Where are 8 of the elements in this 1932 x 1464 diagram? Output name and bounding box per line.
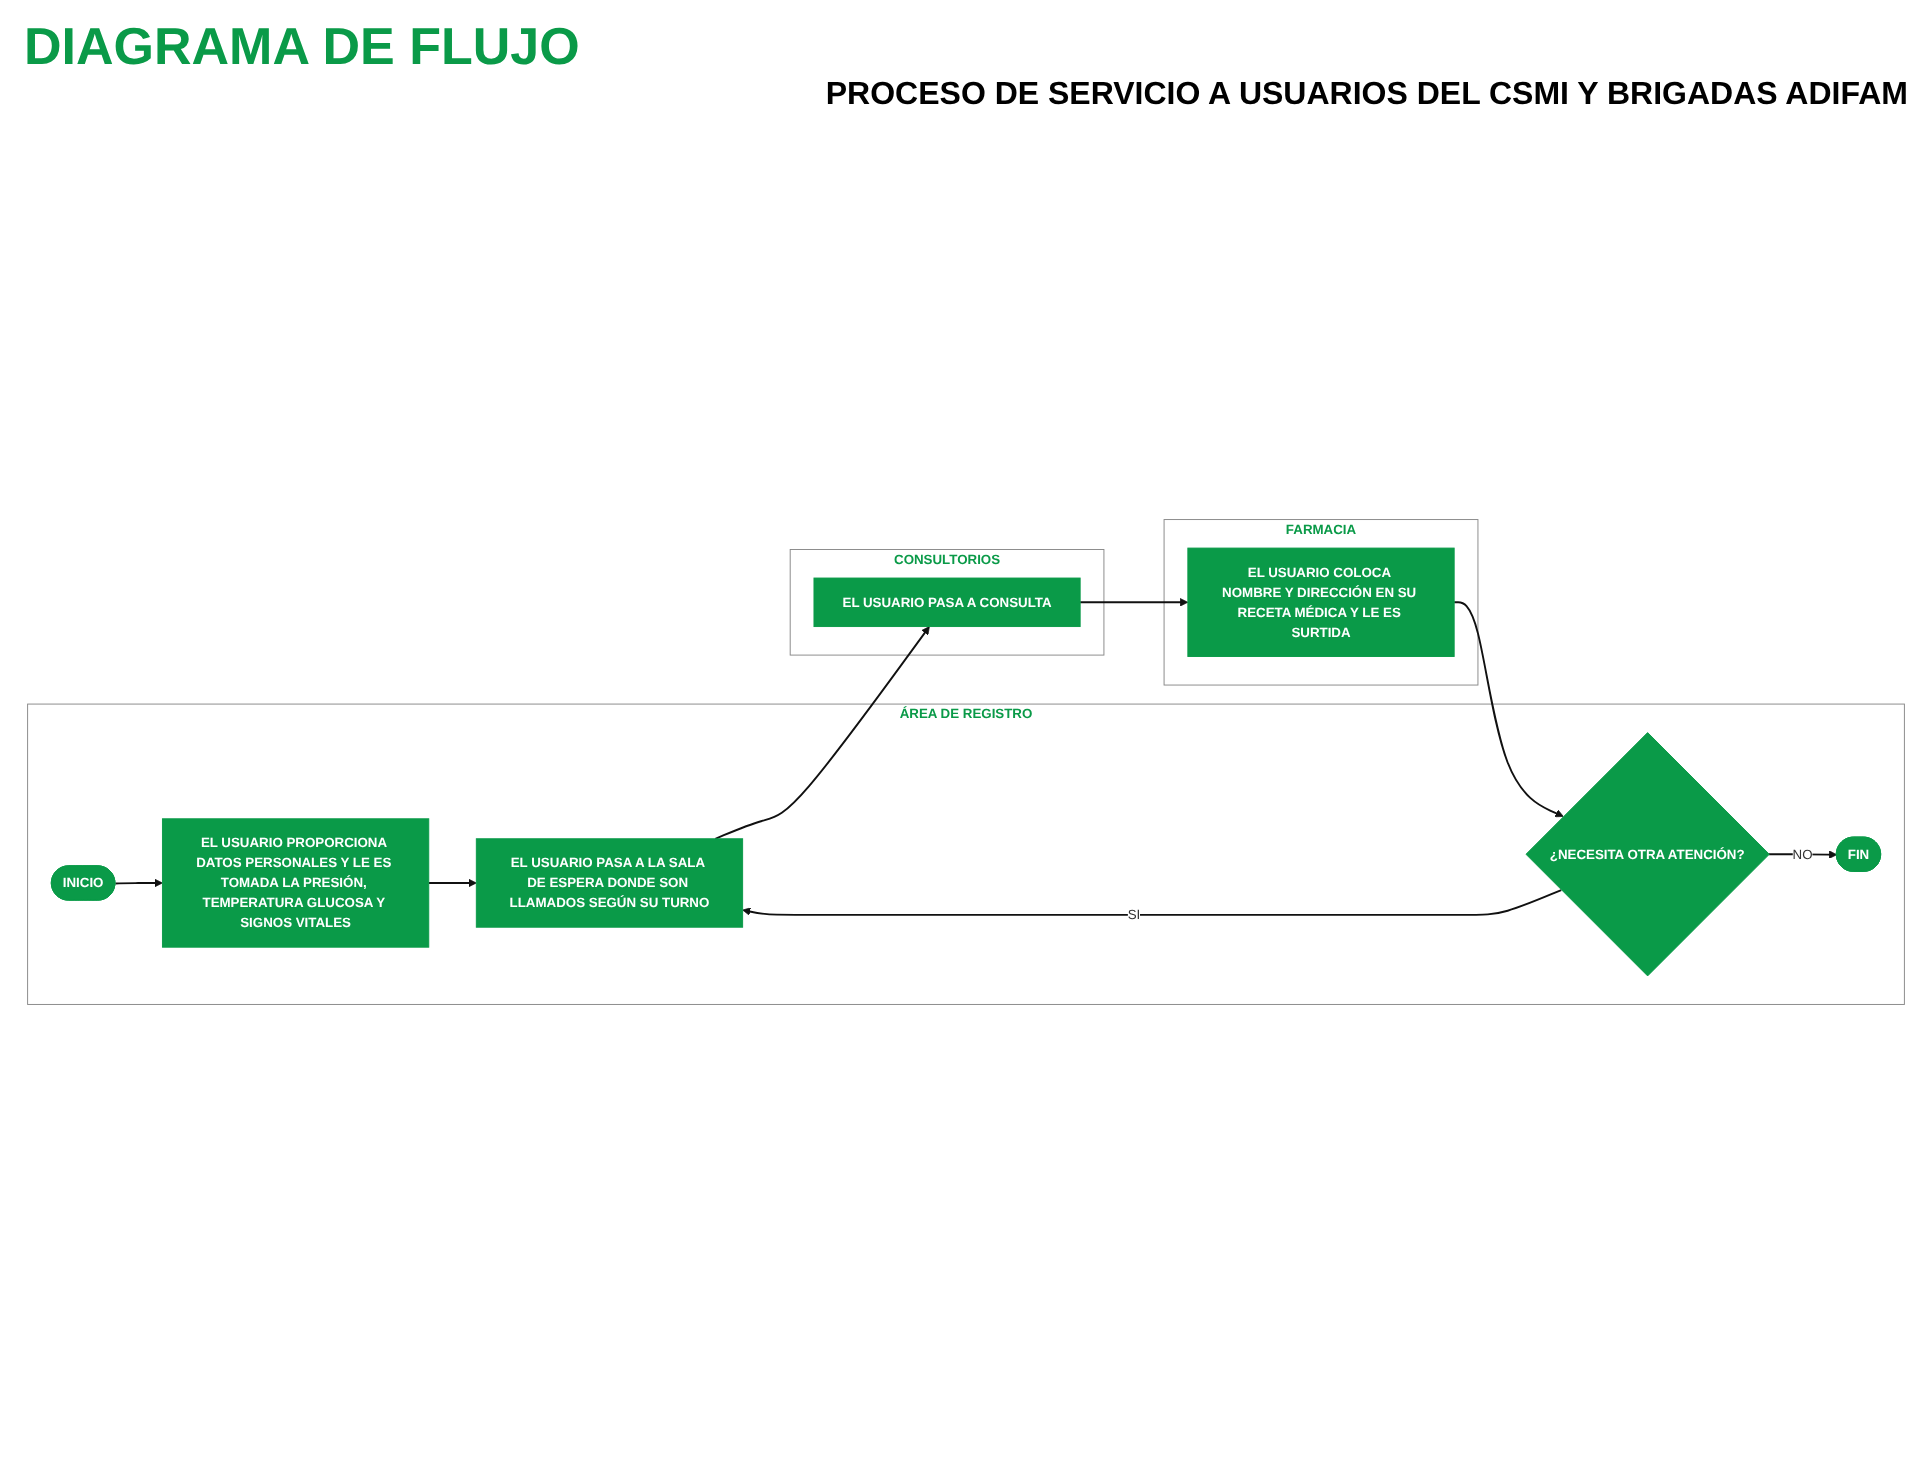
arrow bbox=[1079, 598, 1189, 607]
arrow bbox=[427, 878, 477, 888]
arrow bbox=[742, 889, 1563, 916]
arrow bbox=[114, 878, 163, 888]
diagram-title: DIAGRAMA DE FLUJO bbox=[24, 16, 582, 78]
arrow bbox=[714, 626, 930, 840]
subtitle-text: PROCESO DE SERVICIO A USUARIOS DEL CSMI Y BRIGADAS ADIFAM bbox=[823, 78, 1908, 114]
arrow bbox=[1453, 601, 1564, 818]
